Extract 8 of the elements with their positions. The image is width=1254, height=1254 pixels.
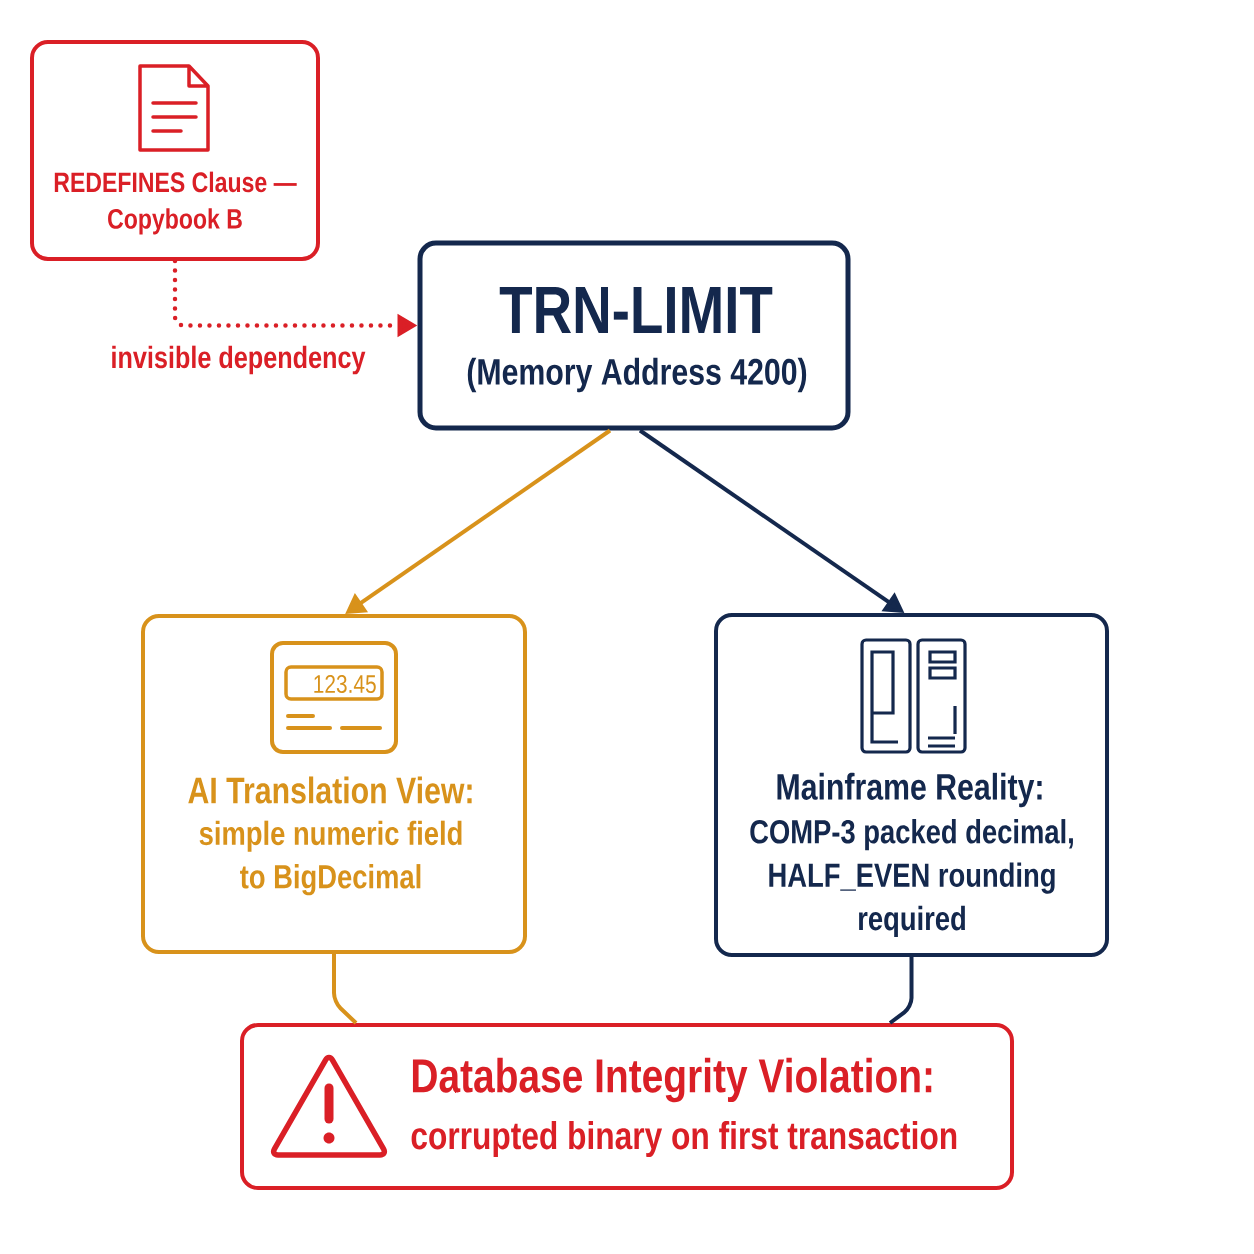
edge-label: invisible dependency	[108, 343, 368, 377]
connector-line	[332, 954, 358, 1025]
connector-line	[888, 957, 914, 1025]
alert-box: Database Integrity Violation: corrupted binary on first transaction	[240, 1023, 1014, 1190]
note-box: REDEFINES Clause — Copybook B	[30, 40, 320, 261]
process-box: TRN-LIMIT (Memory Address 4200)	[417, 240, 851, 431]
value-text: 123.45	[314, 675, 376, 694]
process-box: Mainframe Reality: COMP-3 packed decimal, HALF_EVEN rounding required	[714, 613, 1109, 957]
